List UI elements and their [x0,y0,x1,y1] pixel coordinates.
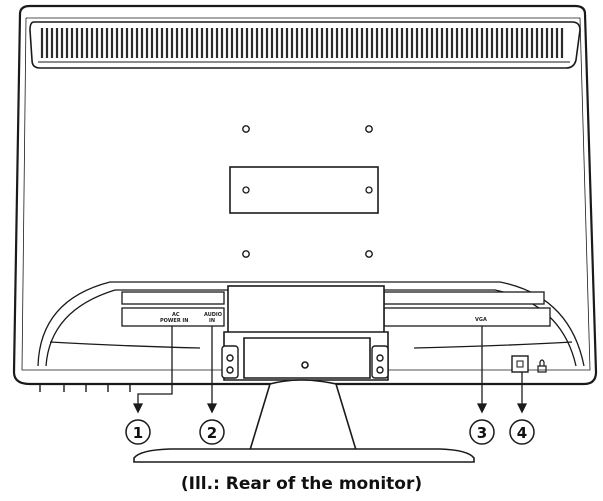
vga-label: VGA [475,317,487,323]
vesa-plate [229,166,379,214]
mount-hole [365,186,373,194]
callout-lines [132,326,528,414]
figure-caption: (Ill.: Rear of the monitor) [180,474,423,494]
left-port-panel [121,291,225,327]
mount-hole [242,186,250,194]
callout-2: 2 [199,419,225,445]
stand-neck [223,285,389,381]
callout-3-label: 3 [477,424,487,442]
mount-hole [242,125,250,133]
control-buttons [39,384,131,392]
stand-base [133,379,475,463]
right-port-panel [383,291,551,327]
callout-3: 3 [469,419,495,445]
stand-screw [301,361,309,369]
power-in-label: POWER IN [160,318,188,324]
mount-hole [365,125,373,133]
mount-hole [365,250,373,258]
kensington-lock-slot [511,355,547,373]
callout-1: 1 [125,419,151,445]
audio-label: AUDIO [204,312,222,318]
lock-icon [537,359,547,373]
callout-2-label: 2 [207,424,217,442]
callout-1-label: 1 [133,424,143,442]
port-shelf [37,281,585,367]
callout-4: 4 [509,419,535,445]
audio-in-label: IN [209,318,215,324]
stand-brackets [221,345,389,379]
vesa-mount-holes [242,125,373,258]
callout-4-label: 4 [517,424,527,442]
mount-hole [242,250,250,258]
ac-label: AC [172,312,180,318]
body-inner-edge [21,17,591,371]
ventilation-grille [29,21,581,69]
